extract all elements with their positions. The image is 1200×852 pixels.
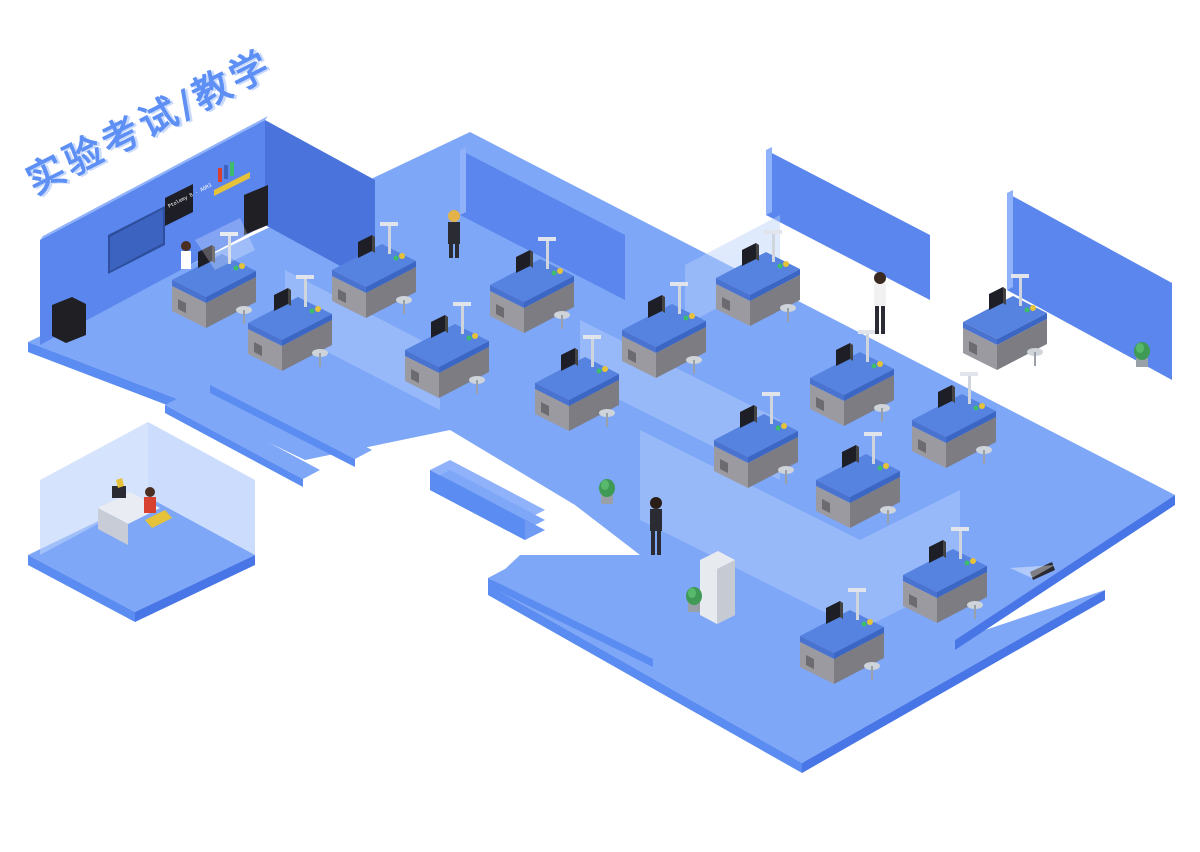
main-floor <box>28 132 1175 773</box>
equipment <box>599 342 1150 624</box>
plant-icon <box>599 479 615 504</box>
plant-icon <box>686 587 702 612</box>
side-office <box>28 422 255 622</box>
teaching-area: Ptolemy 8 - A6R3 <box>52 162 268 343</box>
person-instructor-3 <box>650 497 662 555</box>
person-instructor-2 <box>874 272 886 334</box>
people <box>448 210 886 555</box>
person-instructor-1 <box>448 210 460 258</box>
plant-icon <box>1134 342 1150 367</box>
steps <box>165 376 670 667</box>
